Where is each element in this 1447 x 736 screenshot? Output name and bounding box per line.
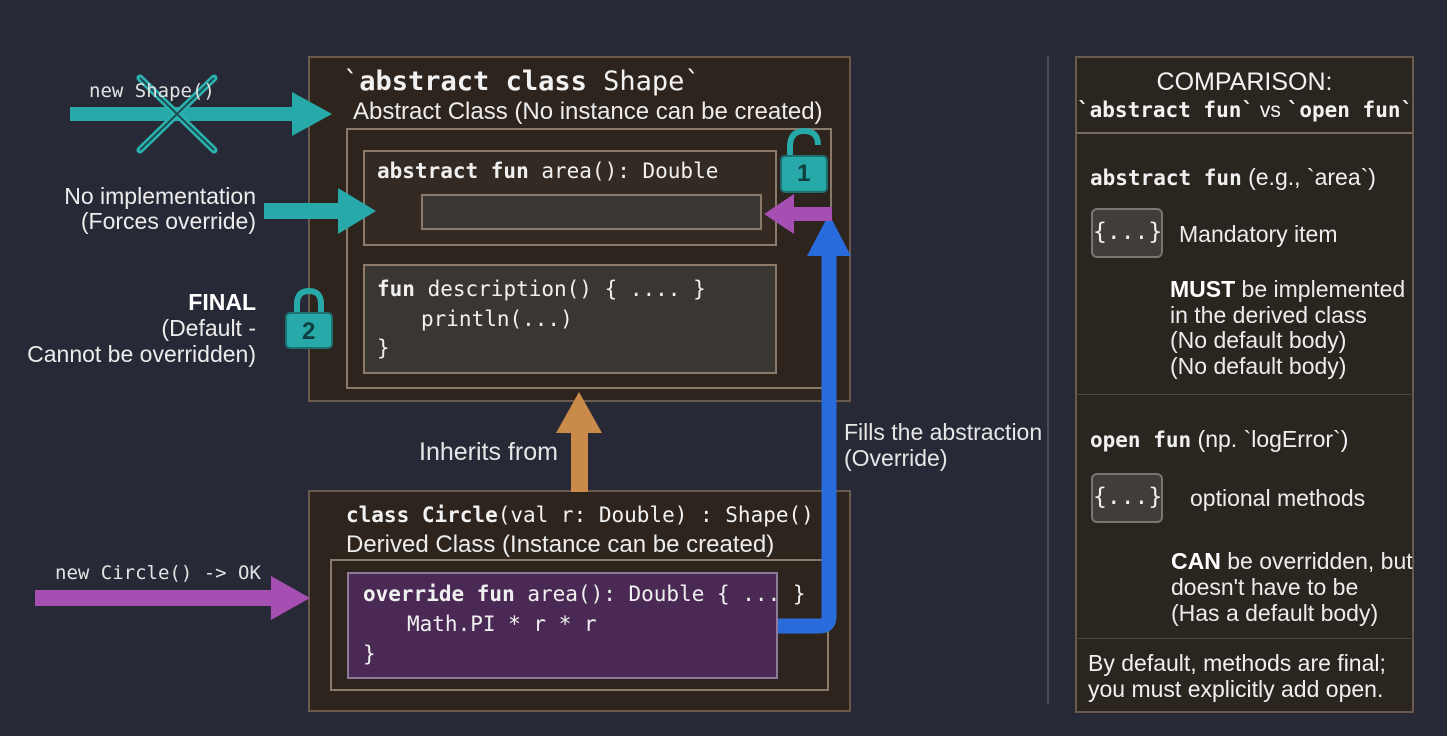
override-area-close-brace: }	[363, 642, 376, 666]
shape-class-title: `abstract class Shape`	[343, 66, 701, 97]
shape-class-subtitle: Abstract Class (No instance can be creat…	[353, 98, 823, 125]
inherits-arrow	[556, 392, 602, 492]
optional-methods-label: optional methods	[1190, 485, 1366, 511]
override-arrow	[778, 214, 851, 634]
circle-class-title: class Circle(val r: Double) : Shape()	[346, 503, 814, 527]
can-line-2: doesn't have to be	[1171, 574, 1359, 600]
braces-icon: {...}	[1091, 473, 1163, 523]
comparison-subtitle: `abstract fun` vs `open fun`	[1077, 98, 1414, 122]
empty-implementation-slot	[421, 194, 762, 230]
open-fun-heading: open fun (np. `logError`)	[1090, 426, 1349, 452]
open-lock-icon	[780, 127, 828, 193]
fill-slot-arrow	[764, 194, 832, 234]
mandatory-item-label: Mandatory item	[1179, 221, 1338, 247]
can-override-line: CAN be overridden, but	[1171, 548, 1413, 574]
final-default-label: (Default -	[161, 315, 256, 341]
comparison-panel	[1075, 56, 1414, 713]
abstract-fun-heading: abstract fun (e.g., `area`)	[1090, 164, 1376, 190]
closed-lock-icon	[285, 287, 333, 349]
must-implement-line: MUST be implemented	[1170, 276, 1406, 302]
comparison-separator-1	[1076, 394, 1413, 395]
must-line-4: (No default body)	[1170, 353, 1347, 379]
inherits-from-label: Inherits from	[419, 438, 558, 466]
description-method	[363, 264, 777, 374]
forces-override-label: (Forces override)	[80, 208, 256, 234]
description-close-brace: }	[377, 336, 390, 360]
override-area-body: Math.PI * r * r	[407, 612, 597, 636]
circle-class-subtitle: Derived Class (Instance can be created)	[346, 531, 775, 558]
must-line-3: (No default body)	[1170, 327, 1347, 353]
comparison-header-separator	[1076, 132, 1413, 134]
final-label: FINAL	[188, 289, 256, 315]
lock-1-number: 1	[797, 160, 811, 187]
new-shape-label: new Shape()	[89, 80, 215, 102]
abstract-area-signature: abstract fun area(): Double	[377, 159, 719, 183]
description-body: println(...)	[421, 307, 573, 331]
must-line-2: in the derived class	[1170, 302, 1367, 328]
braces-icon: {...}	[1091, 208, 1163, 258]
fills-abstraction-label: Fills the abstraction	[844, 419, 1043, 445]
no-implementation-label: No implementation	[64, 183, 256, 209]
override-area-signature: override fun area(): Double { ... }	[363, 582, 806, 606]
final-cannot-override-label: Cannot be overridden)	[27, 341, 256, 367]
comparison-footer-line-1: By default, methods are final;	[1088, 650, 1386, 676]
override-label: (Override)	[844, 445, 948, 471]
comparison-footer-line-2: you must explicitly add open.	[1088, 676, 1384, 702]
comparison-title: COMPARISON:	[1156, 68, 1333, 96]
cross-icon	[136, 74, 218, 154]
new-circle-arrow	[35, 576, 310, 620]
new-circle-label: new Circle() -> OK	[55, 562, 261, 584]
comparison-separator-2	[1076, 638, 1413, 639]
lock-2-number: 2	[302, 318, 316, 345]
section-divider	[1047, 56, 1049, 704]
new-shape-arrow	[70, 92, 332, 136]
no-implementation-arrow	[264, 188, 376, 234]
override-area-method	[347, 572, 778, 679]
can-line-3: (Has a default body)	[1171, 600, 1379, 626]
description-signature: fun description() { .... }	[377, 277, 706, 301]
